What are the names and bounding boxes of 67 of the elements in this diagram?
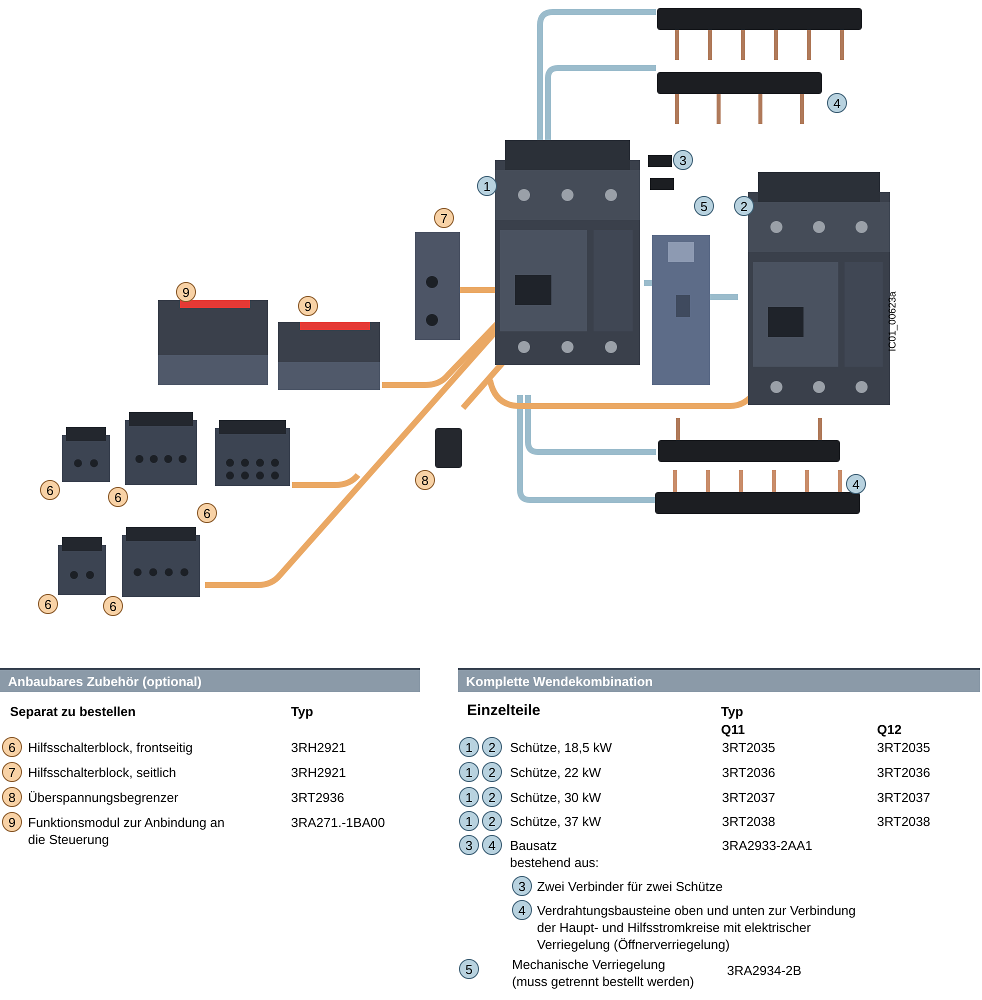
- table-cell-text: Hilfsschalterblock, frontseitig: [28, 739, 194, 756]
- callout-number: 5: [459, 959, 479, 979]
- callout-number: 3: [512, 876, 532, 896]
- callout-number: 6: [197, 503, 217, 523]
- callout-number: 3: [673, 150, 693, 170]
- column-heading: Einzelteile: [467, 701, 540, 721]
- column-heading: Typ: [721, 703, 744, 721]
- callout-number: 3: [459, 835, 479, 855]
- callout-number: 6: [103, 596, 123, 616]
- callout-number: 6: [2, 737, 22, 757]
- callout-number: 4: [827, 93, 847, 113]
- column-heading: Q11: [721, 721, 745, 739]
- callout-number: 5: [694, 196, 714, 216]
- table-cell-text: Mechanische Verriegelung (muss getrennt bestellt werden): [512, 956, 696, 990]
- callout-number: 1: [459, 787, 479, 807]
- table-cell: 3RT2037: [877, 789, 930, 806]
- callout-number: 1: [459, 737, 479, 757]
- callout-number: 2: [734, 196, 754, 216]
- callout-number: 9: [2, 812, 22, 832]
- table-cell-text: Schütze, 37 kW: [510, 813, 602, 830]
- callout-number: 1: [459, 811, 479, 831]
- callout-number: 6: [108, 487, 128, 507]
- table-cell: 3RH2921: [291, 764, 346, 781]
- table-cell: 3RT2936: [291, 789, 344, 806]
- callout-number: 2: [482, 737, 502, 757]
- callout-number: 4: [482, 835, 502, 855]
- table-cell: 3RA271.-1BA00: [291, 814, 385, 831]
- section-header: Anbaubares Zubehör (optional): [0, 668, 420, 692]
- callout-number: 2: [482, 811, 502, 831]
- table-cell-text: Schütze, 22 kW: [510, 764, 602, 781]
- table-cell-text: Zwei Verbinder für zwei Schütze: [537, 878, 724, 895]
- table-cell-text: Hilfsschalterblock, seitlich: [28, 764, 178, 781]
- callout-number: 8: [2, 787, 22, 807]
- table-cell: 3RT2038: [722, 813, 776, 830]
- table-cell-text: Schütze, 30 kW: [510, 789, 602, 806]
- figure-id: IC01_00623a: [886, 291, 900, 352]
- callout-number: 1: [459, 762, 479, 782]
- table-cell: 3RT2035: [877, 739, 930, 756]
- callout-number: 6: [40, 480, 60, 500]
- callout-number: 9: [176, 282, 196, 302]
- table-cell: 3RT2038: [877, 813, 930, 830]
- column-heading: Q12: [877, 721, 902, 739]
- callout-number: 4: [512, 900, 532, 920]
- table-cell-text: Verdrahtungsbausteine oben und unten zur Verbindung der Haupt- und Hilfsstromkreise mit elektrischer Verriegelung (Öffnerverriegelung): [537, 902, 857, 953]
- table-cell: 3RT2035: [722, 739, 776, 756]
- table-cell: 3RT2036: [722, 764, 776, 781]
- callout-number: 4: [846, 474, 866, 494]
- table-cell-text: Schütze, 18,5 kW: [510, 739, 613, 756]
- callout-number: 7: [2, 762, 22, 782]
- table-cell: 3RH2921: [291, 739, 346, 756]
- table-cell: 3RT2036: [877, 764, 930, 781]
- table-cell: 3RA2933-2AA1: [722, 837, 812, 854]
- table-cell-text: Funktionsmodul zur Anbindung an die Steuerung: [28, 814, 226, 848]
- table-cell-text: Bausatz bestehend aus:: [510, 837, 600, 871]
- table-cell: 3RT2037: [722, 789, 776, 806]
- callout-number: 2: [482, 762, 502, 782]
- table-cell: 3RA2934-2B: [727, 962, 802, 979]
- callout-number: 9: [298, 296, 318, 316]
- callout-number: 2: [482, 787, 502, 807]
- column-heading: Separat zu bestellen: [10, 703, 136, 721]
- table-cell-text: Überspannungsbegrenzer: [28, 789, 180, 806]
- callout-number: 7: [434, 208, 454, 228]
- column-heading: Typ: [291, 703, 314, 721]
- callout-number: 6: [38, 594, 58, 614]
- section-header: Komplette Wendekombination: [458, 668, 980, 692]
- callout-number: 1: [477, 176, 497, 196]
- callout-number: 8: [415, 470, 435, 490]
